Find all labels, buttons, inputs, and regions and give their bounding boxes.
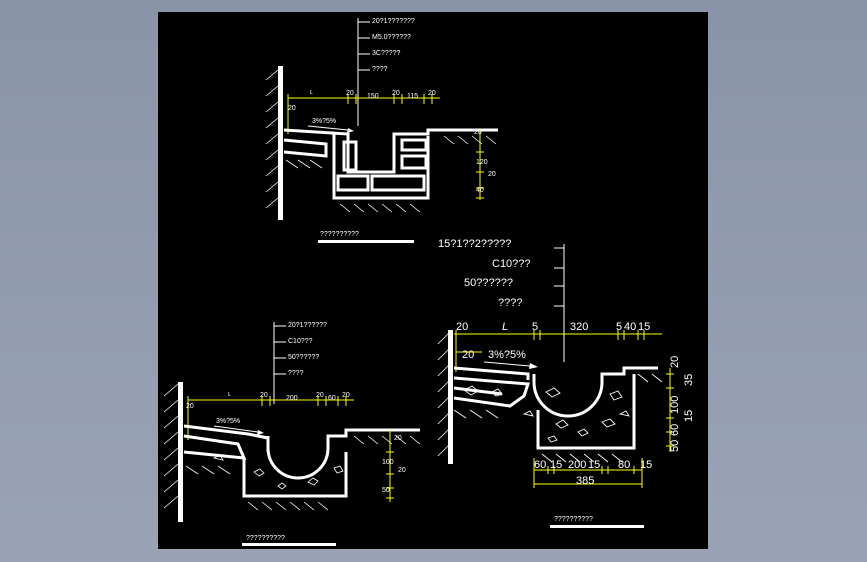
- dim-a-4: 115: [407, 93, 418, 100]
- caption-underline-a: [318, 240, 414, 243]
- dim-c-4: 320: [570, 321, 588, 333]
- slope-a: 3%?5%: [312, 118, 336, 125]
- dim-c-side-4: 15: [683, 410, 695, 422]
- drawing-a: 20?1??????? M5.0?????? 3C????? ???? 20 ʟ…: [265, 18, 498, 243]
- layer-label-c3: 50??????: [464, 277, 513, 289]
- slope-c: 3%?5%: [488, 349, 526, 361]
- dim-c-bot-3: 200: [568, 459, 586, 471]
- drawing-b: 20?1?????? C10??? 50?????? ???? 20 ʟ 20 …: [163, 322, 421, 546]
- dim-c-side-6: 60: [669, 424, 681, 436]
- dim-b-side-2: 100: [382, 459, 394, 466]
- dim-b-left: 20: [186, 403, 194, 410]
- dim-a-left: 20: [288, 105, 296, 112]
- wall-c: [448, 330, 453, 464]
- layer-label-a2: M5.0??????: [372, 34, 411, 41]
- dim-a-2: 150: [367, 93, 379, 100]
- dim-c-bot-1: 60: [534, 459, 546, 471]
- drawing-c: 15?1??2????? C10??? 50?????? ???? 20 L 5…: [437, 238, 695, 528]
- dim-c-6: 40: [624, 321, 636, 333]
- layer-label-b2: C10???: [288, 338, 313, 345]
- layer-label-c1: 15?1??2?????: [438, 238, 511, 250]
- wall-b: [178, 382, 183, 522]
- dim-c-2: L: [502, 321, 508, 333]
- caption-underline-b: [242, 543, 336, 546]
- dim-b-side-4: 20: [398, 467, 406, 474]
- dim-c-side-3: 100: [669, 396, 681, 414]
- cad-drawing: 20?1??????? M5.0?????? 3C????? ???? 20 ʟ…: [163, 18, 695, 546]
- dim-b-3: 20: [316, 392, 324, 399]
- layer-label-a1: 20?1???????: [372, 18, 415, 25]
- layer-label-a3: 3C?????: [372, 50, 401, 57]
- dim-b-1: 20: [260, 392, 268, 399]
- dim-a-side-4: 40: [476, 187, 484, 194]
- caption-underline-c: [550, 525, 644, 528]
- layer-label-a4: ????: [372, 66, 388, 73]
- dim-c-side-5: 50: [669, 440, 681, 452]
- dim-a-3: 20: [392, 90, 400, 97]
- layer-label-b4: ????: [288, 370, 304, 377]
- dim-c-7: 15: [638, 321, 650, 333]
- dim-c-left: 20: [462, 349, 474, 361]
- dim-a-1: 20: [346, 90, 354, 97]
- dim-c-bot-6: 15: [640, 459, 652, 471]
- dim-b-4: 60: [328, 395, 336, 402]
- layer-label-c2: C10???: [492, 258, 531, 270]
- dim-b-5: 20: [342, 392, 350, 399]
- wall-a: [278, 66, 283, 220]
- layer-label-c4: ????: [498, 297, 522, 309]
- dim-a-side-1: 20: [474, 129, 482, 136]
- dim-c-1: 20: [456, 321, 468, 333]
- caption-b: ??????????: [246, 535, 285, 542]
- dim-c-bot-2: 15: [550, 459, 562, 471]
- dim-c-side-1: 20: [669, 356, 681, 368]
- dim-c-5: 5: [616, 321, 622, 333]
- dim-c-bot-4: 15: [588, 459, 600, 471]
- caption-a: ??????????: [320, 231, 359, 238]
- dim-c-3: 5: [532, 321, 538, 333]
- dim-c-total: 385: [576, 475, 594, 487]
- drawing-viewport[interactable]: 20?1??????? M5.0?????? 3C????? ???? 20 ʟ…: [158, 12, 708, 549]
- dim-a-side-2: 120: [476, 159, 488, 166]
- dim-a-side-3: 20: [488, 171, 496, 178]
- dim-b-l: ʟ: [228, 391, 231, 398]
- layer-label-b3: 50??????: [288, 354, 319, 361]
- dim-b-side-1: 20: [394, 435, 402, 442]
- caption-c: ??????????: [554, 516, 593, 523]
- layer-label-b1: 20?1??????: [288, 322, 327, 329]
- dim-a-l: ʟ: [310, 89, 313, 96]
- dim-a-5: 20: [428, 90, 436, 97]
- slope-b: 3%?5%: [216, 418, 240, 425]
- dim-c-bot-5: 80: [618, 459, 630, 471]
- dim-b-2: 200: [286, 395, 298, 402]
- dim-c-side-2: 35: [683, 374, 695, 386]
- dim-b-side-3: 50: [382, 487, 390, 494]
